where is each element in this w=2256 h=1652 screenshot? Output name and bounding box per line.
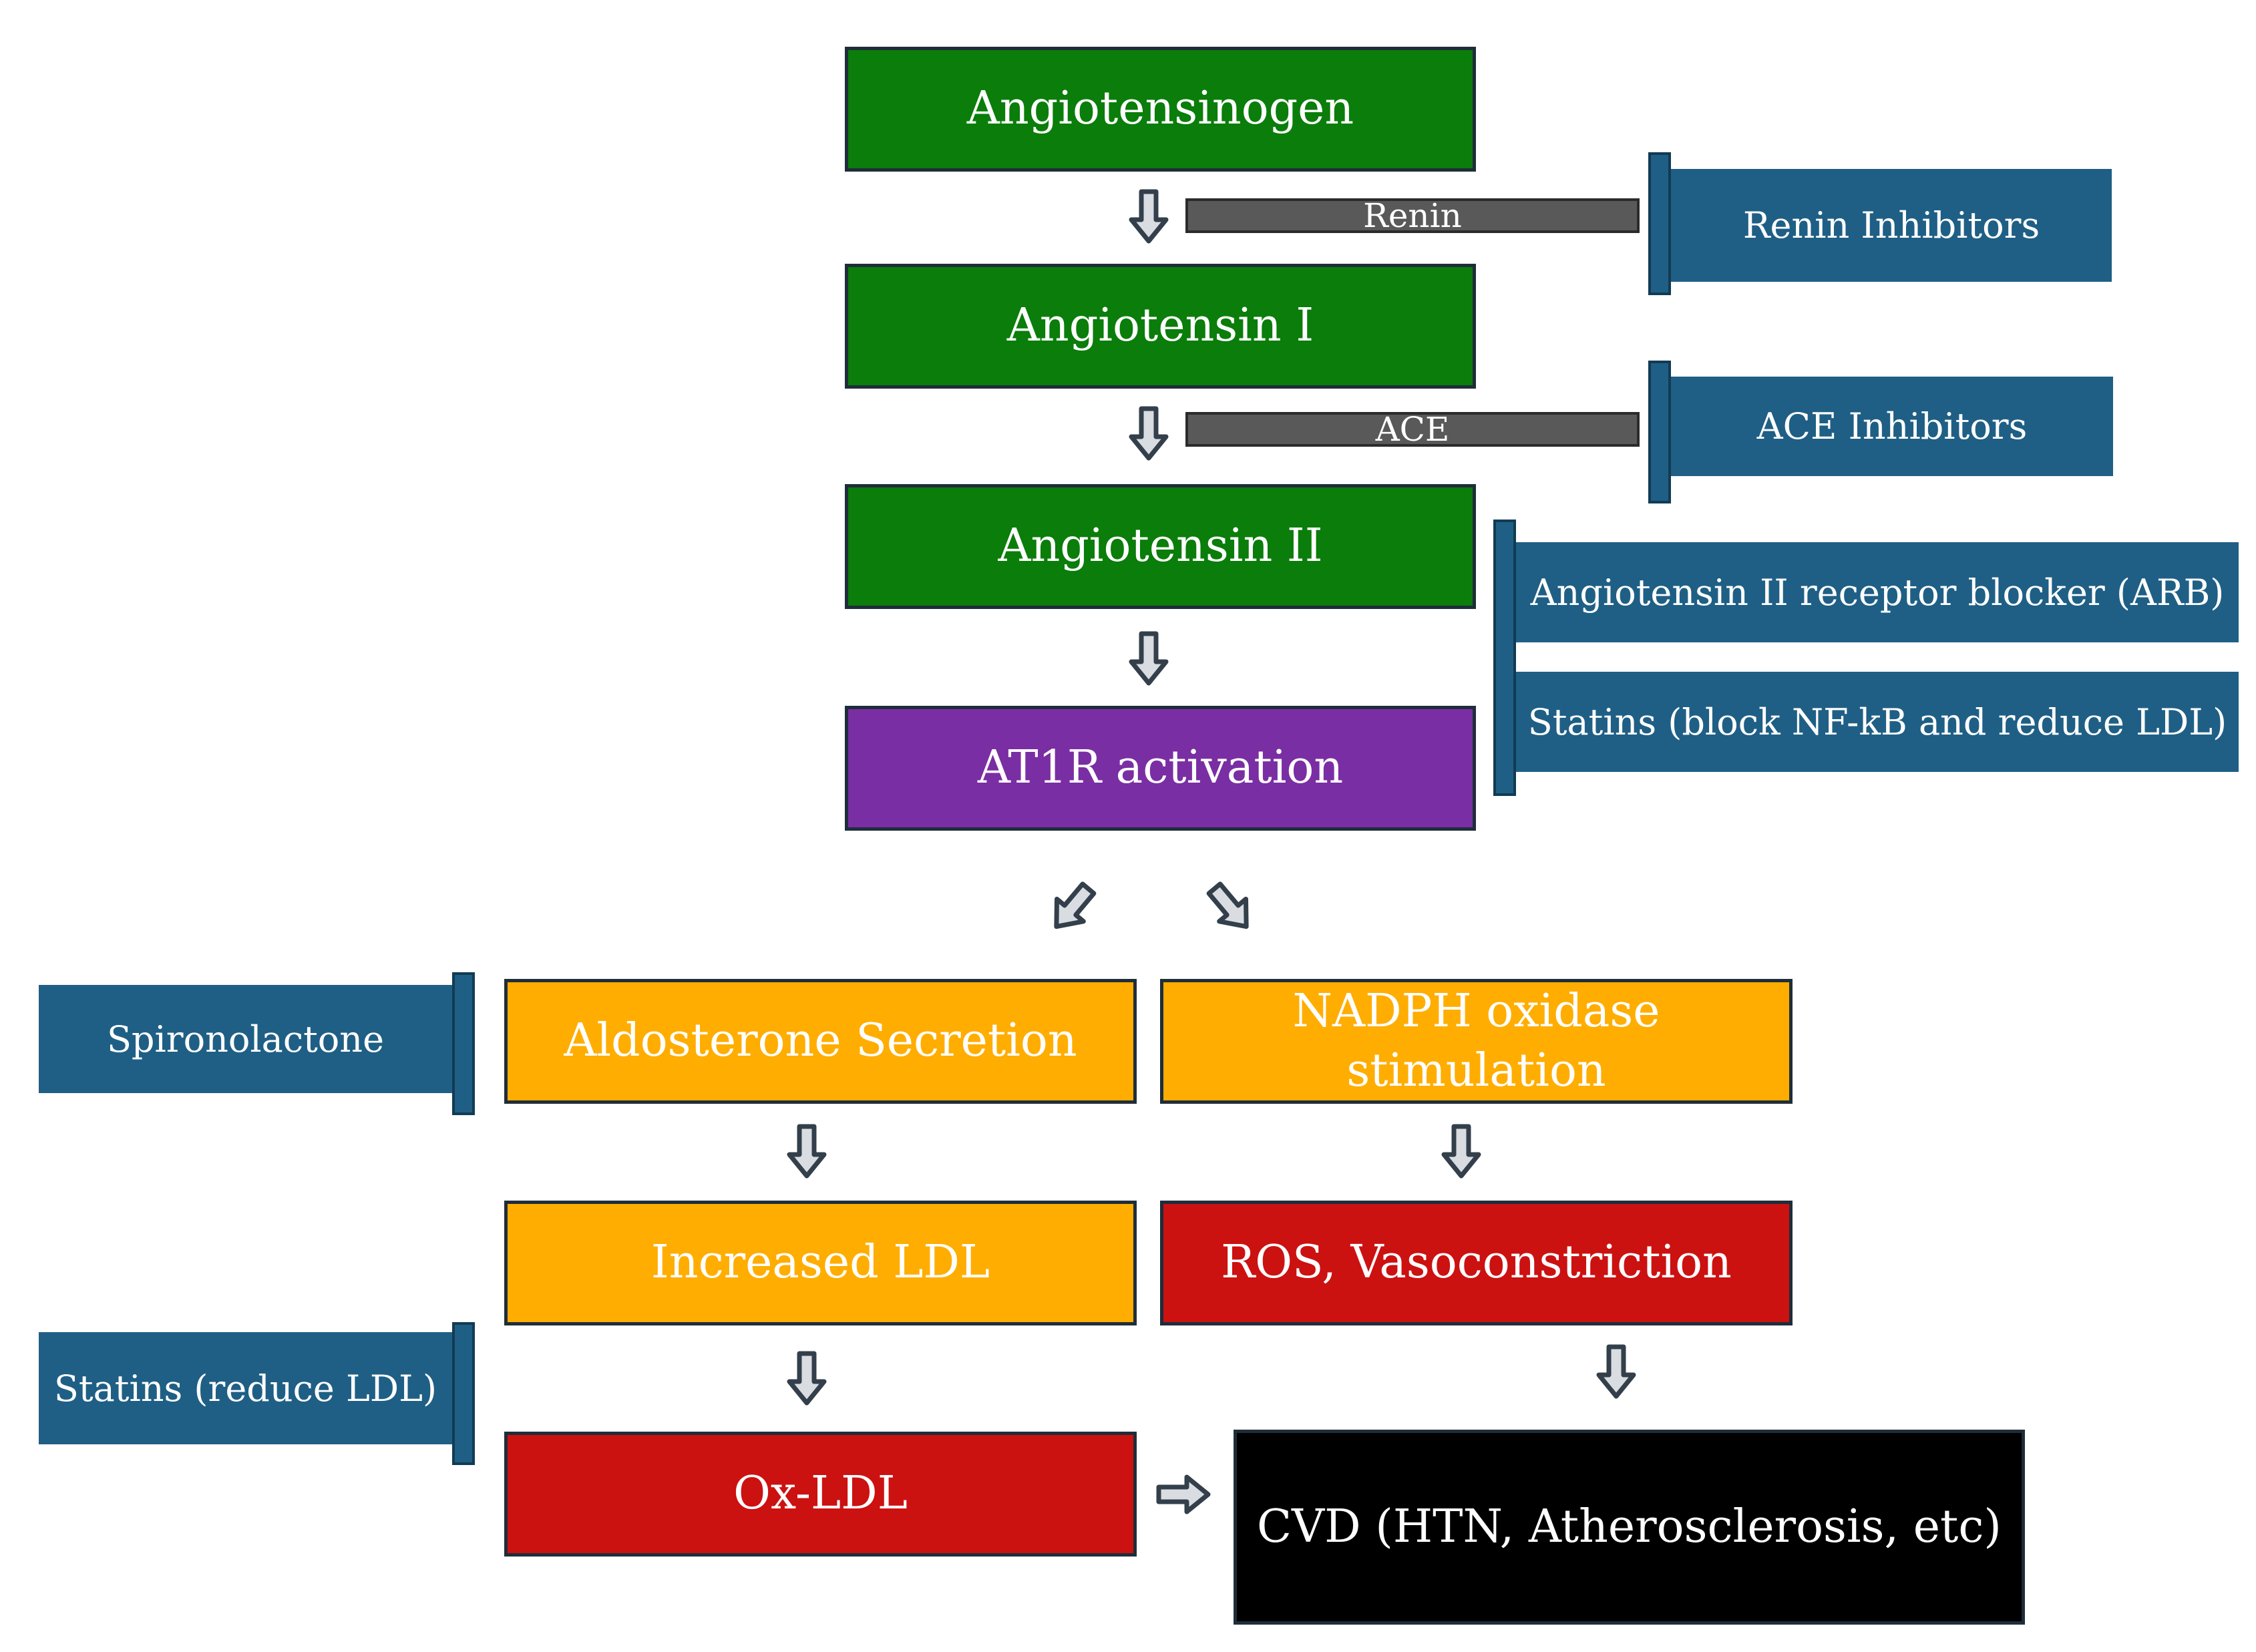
inhibitor-label: Renin Inhibitors [1742, 204, 2040, 246]
right-arrow-icon [1159, 1477, 1208, 1512]
node-nadph-oxidase: NADPH oxidase stimulation [1160, 979, 1793, 1104]
inhibitor-bar-arb-statins [1493, 520, 1516, 796]
down-arrow-icon [1131, 634, 1166, 683]
inhibitor-label: Statins (block NF-kB and reduce LDL) [1527, 700, 2227, 743]
down-arrow-icon [1599, 1347, 1634, 1396]
node-label-line2: stimulation [1346, 1044, 1606, 1097]
inhibitor-label: Statins (reduce LDL) [53, 1367, 437, 1410]
node-increased-ldl: Increased LDL [504, 1201, 1137, 1325]
inhibitor-arb: Angiotensin II receptor blocker (ARB) [1516, 542, 2239, 642]
diagonal-arrow-icon [1043, 877, 1101, 938]
node-label: Aldosterone Secretion [564, 1014, 1077, 1068]
inhibitor-bar-ace [1648, 361, 1671, 503]
down-arrow-icon [789, 1126, 824, 1176]
node-label: Angiotensin I [1006, 299, 1314, 353]
down-arrow-icon [1131, 409, 1166, 458]
node-aldosterone-secretion: Aldosterone Secretion [504, 979, 1137, 1104]
inhibitor-label: Angiotensin II receptor blocker (ARB) [1530, 571, 2225, 614]
inhibitor-ace-inhibitors: ACE Inhibitors [1671, 377, 2113, 476]
node-label: Angiotensin II [998, 520, 1323, 573]
inhibitor-label: ACE Inhibitors [1756, 405, 2028, 447]
inhibitor-spironolactone: Spironolactone [39, 985, 452, 1093]
node-ros-vasoconstriction: ROS, Vasoconstriction [1160, 1201, 1793, 1325]
node-label: ROS, Vasoconstriction [1221, 1236, 1732, 1289]
enzyme-label: ACE [1375, 410, 1450, 449]
node-label: AT1R activation [977, 741, 1344, 795]
node-label: Ox-LDL [733, 1467, 908, 1520]
inhibitor-bar-spironolactone [452, 972, 475, 1115]
enzyme-label: Renin [1363, 196, 1462, 235]
node-angiotensin-ii: Angiotensin II [845, 484, 1476, 609]
inhibitor-statins-nfkb: Statins (block NF-kB and reduce LDL) [1516, 672, 2239, 772]
node-angiotensinogen: Angiotensinogen [845, 47, 1476, 172]
enzyme-renin: Renin [1185, 196, 1640, 235]
node-label: Angiotensinogen [966, 82, 1354, 136]
inhibitor-bar-statins-ldl [452, 1322, 475, 1465]
node-cvd: CVD (HTN, Atherosclerosis, etc) [1234, 1430, 2025, 1625]
node-label: Increased LDL [650, 1236, 990, 1289]
node-label-line1: NADPH oxidase [1292, 985, 1660, 1038]
inhibitor-renin-inhibitors: Renin Inhibitors [1671, 169, 2112, 282]
node-angiotensin-i: Angiotensin I [845, 264, 1476, 389]
down-arrow-icon [1131, 192, 1166, 241]
down-arrow-icon [789, 1354, 824, 1403]
diagonal-arrow-icon [1201, 877, 1260, 938]
inhibitor-label: Spironolactone [106, 1018, 385, 1060]
node-label: CVD (HTN, Atherosclerosis, etc) [1257, 1500, 2002, 1553]
node-at1r-activation: AT1R activation [845, 706, 1476, 831]
enzyme-ace: ACE [1185, 410, 1640, 449]
node-ox-ldl: Ox-LDL [504, 1432, 1137, 1557]
inhibitor-statins-ldl: Statins (reduce LDL) [39, 1332, 452, 1444]
inhibitor-bar-renin [1648, 152, 1671, 295]
down-arrow-icon [1444, 1126, 1479, 1176]
